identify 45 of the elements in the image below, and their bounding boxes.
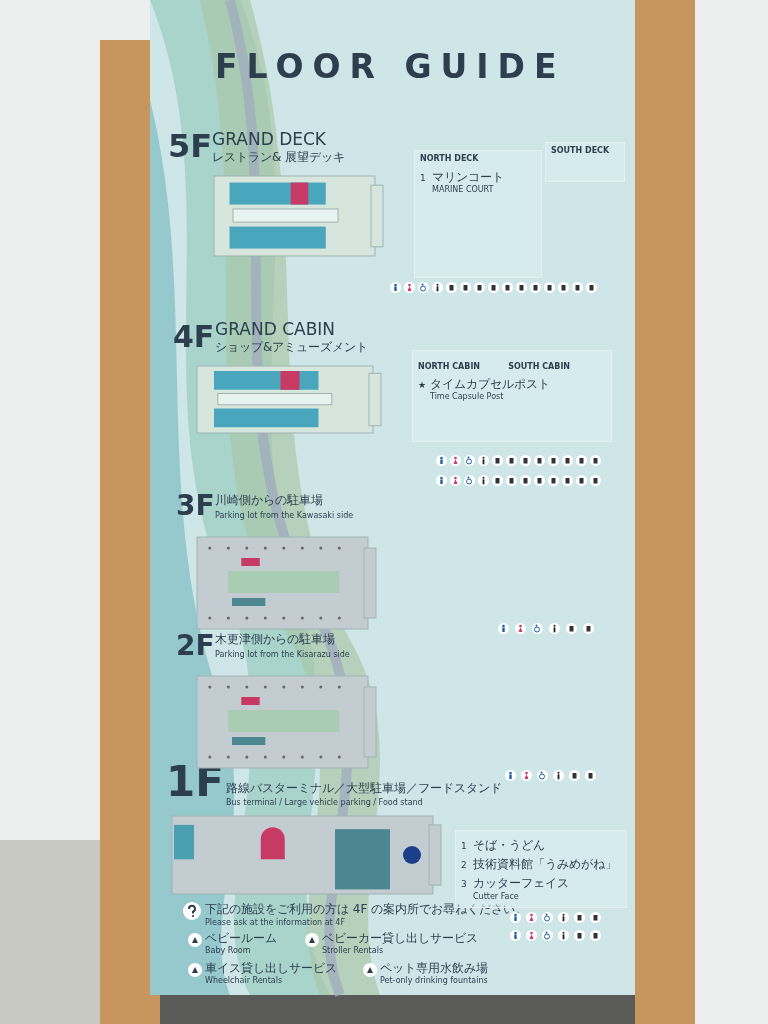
- floor-plan-map: [212, 172, 387, 260]
- item-name: 技術資料館「うみめがね」: [473, 857, 618, 872]
- item-name-english: Cutter Face: [473, 891, 520, 902]
- floor-number: 5F: [168, 128, 213, 165]
- item-number: 1: [420, 172, 427, 184]
- floor-number: 3F: [176, 490, 215, 523]
- floor-number: 2F: [176, 630, 215, 663]
- service-label-english: Stroller Rentals: [322, 946, 384, 956]
- note-text-english: Please ask at the information at 4F: [205, 918, 345, 928]
- floor-subtitle-english: Parking lot from the Kawasaki side: [215, 511, 354, 521]
- list-heading: SOUTH DECK: [551, 146, 611, 156]
- floor-plan-map: [195, 533, 380, 633]
- list-heading: NORTH CABIN: [418, 362, 482, 372]
- floor-subtitle: レストラン& 展望デッキ: [212, 151, 346, 165]
- floor-subtitle-english: Bus terminal / Large vehicle parking / Food stand: [226, 798, 423, 808]
- item-name-english: Time Capsule Post: [430, 392, 505, 402]
- list-heading: SOUTH CABIN: [508, 362, 572, 372]
- service-label: 車イス貸し出しサービス: [205, 962, 337, 976]
- item-number: 1: [461, 841, 468, 852]
- item-name-english: MARINE COURT: [432, 184, 495, 195]
- service-label: ベビールーム: [205, 932, 277, 946]
- service-label-english: Pet-only drinking fountains: [380, 976, 488, 986]
- floor-subtitle: 木更津側からの駐車場: [215, 633, 335, 646]
- list-heading: NORTH DECK: [420, 154, 480, 164]
- item-number: 3: [461, 879, 468, 891]
- item-name: マリンコート: [432, 169, 505, 184]
- item-number: 2: [461, 860, 468, 871]
- floor-name: GRAND DECK: [212, 130, 326, 150]
- floor-plan-map: [170, 812, 445, 898]
- service-label-english: Baby Room: [205, 946, 251, 956]
- service-label-english: Wheelchair Rentals: [205, 976, 283, 986]
- item-number: ★: [418, 380, 428, 391]
- floor-name: GRAND CABIN: [215, 320, 336, 340]
- service-label: ベビーカー貸し出しサービス: [322, 932, 478, 946]
- floor-number: 4F: [173, 320, 215, 355]
- service-label: ペット専用水飲み場: [380, 962, 488, 976]
- item-name: そば・うどん: [473, 838, 546, 853]
- item-name: タイムカプセルポスト: [430, 377, 551, 392]
- sign-title: FLOOR GUIDE: [215, 48, 566, 86]
- item-name: カッターフェイス: [473, 876, 570, 891]
- floor-subtitle: 川崎側からの駐車場: [215, 494, 323, 507]
- floor-subtitle: 路線バスターミナル／大型駐車場／フードスタンド: [226, 782, 502, 796]
- floor-plan-map: [195, 362, 385, 437]
- floor-subtitle: ショップ&アミューズメント: [215, 341, 369, 355]
- floor-subtitle-english: Parking lot from the Kisarazu side: [215, 650, 350, 660]
